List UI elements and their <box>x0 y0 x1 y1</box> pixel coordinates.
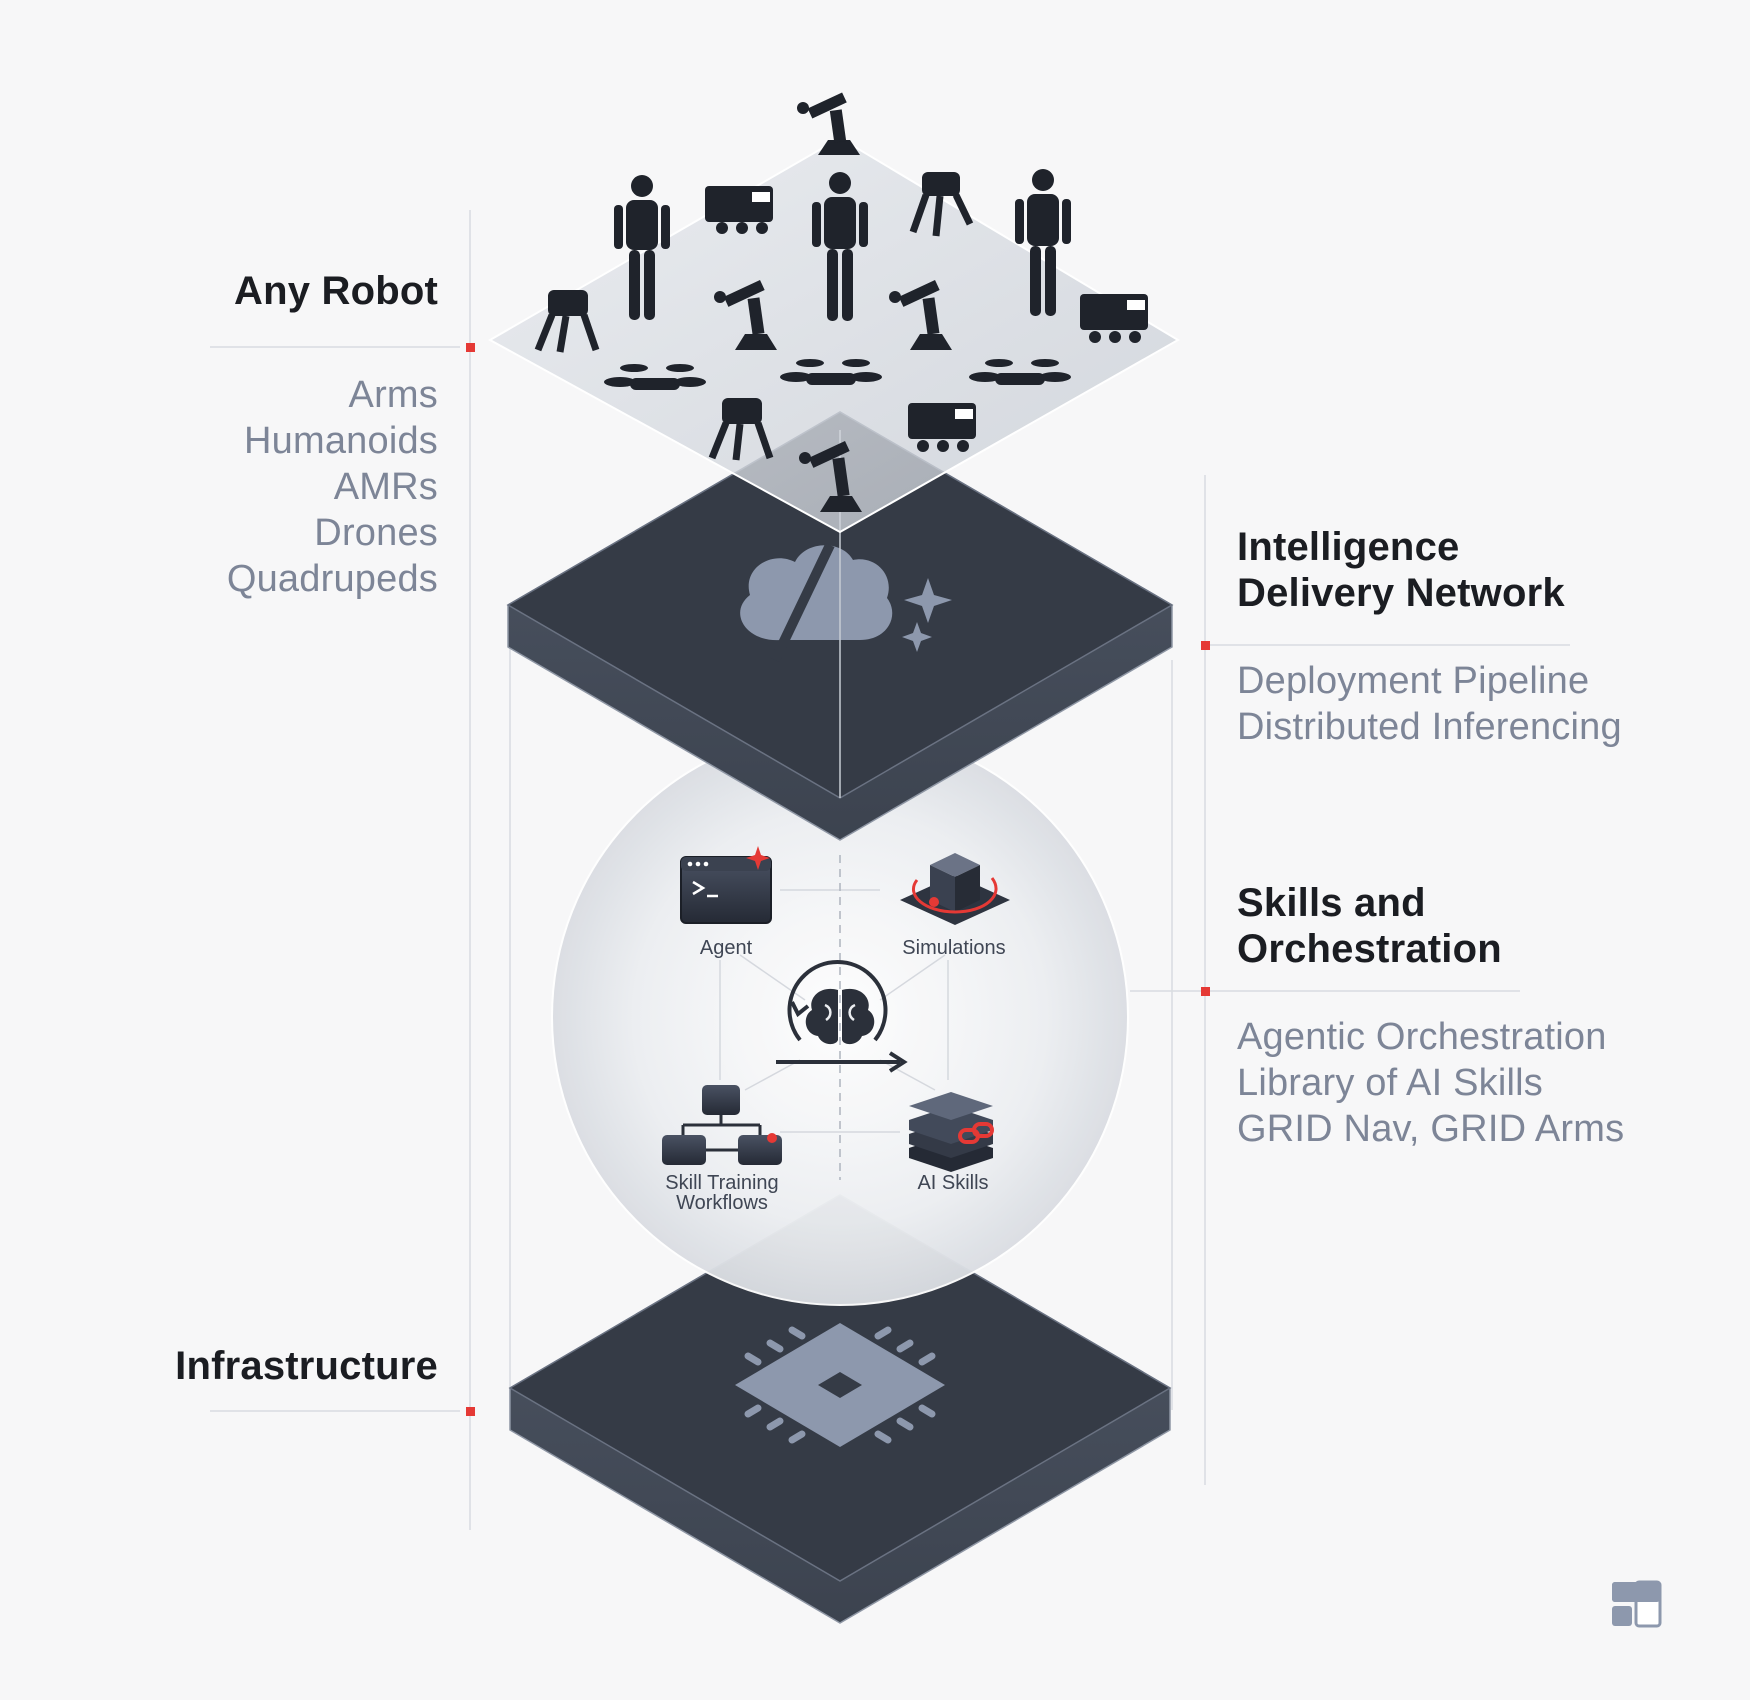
robot-item-humanoids: Humanoids <box>243 420 438 462</box>
drone-icon <box>604 364 706 390</box>
quadruped-icon <box>534 290 600 353</box>
skills-connector-dot <box>1201 987 1210 996</box>
simulations-label: Simulations <box>902 937 1005 959</box>
brand-logo-icon <box>1612 1580 1662 1628</box>
infrastructure-section: Infrastructure <box>120 1343 438 1389</box>
idn-title-line1: Intelligence <box>1237 525 1460 569</box>
idn-item-inferencing: Distributed Inferencing <box>1237 706 1622 748</box>
robot-plane <box>487 92 1180 534</box>
skill-training-label-line1: Skill Training <box>665 1172 778 1194</box>
humanoid-icon <box>614 175 670 320</box>
skills-section: Skills and Orchestration Agentic Orchest… <box>1237 880 1697 1152</box>
robot-item-drones: Drones <box>314 512 438 554</box>
drone-icon <box>969 359 1071 385</box>
robot-item-quadrupeds: Quadrupeds <box>226 558 438 600</box>
robot-item-amrs: AMRs <box>333 466 438 508</box>
infrastructure-slab <box>508 1194 1172 1624</box>
idn-item-pipeline: Deployment Pipeline <box>1237 660 1590 702</box>
robot-arm-icon <box>797 92 860 155</box>
quadruped-icon <box>909 172 974 237</box>
skills-title-line1: Skills and <box>1237 881 1426 925</box>
robot-item-arms: Arms <box>348 374 438 416</box>
simulations-node[interactable]: Simulations <box>900 853 1010 959</box>
connector-dots <box>466 343 1210 1416</box>
stack-link-icon <box>909 1092 994 1172</box>
ai-skills-node[interactable]: AI Skills <box>909 1092 994 1194</box>
skill-training-workflows-node[interactable]: Skill Training Workflows <box>662 1085 782 1214</box>
humanoid-icon <box>1015 169 1071 316</box>
robot-title: Any Robot <box>234 269 438 313</box>
robot-connector-dot <box>466 343 475 352</box>
drone-icon <box>780 359 882 385</box>
skills-item-library: Library of AI Skills <box>1237 1062 1543 1104</box>
hierarchy-icon <box>662 1085 782 1165</box>
robot-arm-icon <box>799 441 862 512</box>
infrastructure-title: Infrastructure <box>175 1344 438 1388</box>
cloud-sparkle-icon <box>740 542 952 663</box>
cube-orbit-icon <box>900 853 1010 925</box>
quadruped-icon <box>708 398 774 461</box>
robot-arm-icon <box>889 280 952 350</box>
robot-fleet <box>534 92 1148 512</box>
amr-icon <box>705 186 773 234</box>
idn-title-line2: Delivery Network <box>1237 571 1565 615</box>
humanoid-icon <box>812 172 868 321</box>
skills-sphere: Agent Simulations <box>551 728 1129 1306</box>
agent-node[interactable]: Agent <box>680 846 772 959</box>
infra-connector-dot <box>466 1407 475 1416</box>
agent-label: Agent <box>700 937 753 959</box>
terminal-icon <box>680 846 772 924</box>
chip-icon <box>735 1323 945 1447</box>
skills-item-grid: GRID Nav, GRID Arms <box>1237 1108 1625 1150</box>
amr-icon <box>908 403 976 452</box>
brain-loop-icon <box>776 960 908 1073</box>
robot-arm-icon <box>714 280 777 350</box>
skills-item-agentic: Agentic Orchestration <box>1237 1016 1607 1058</box>
skill-training-label-line2: Workflows <box>676 1192 768 1214</box>
idn-connector-dot <box>1201 641 1210 650</box>
amr-icon <box>1080 294 1148 343</box>
idn-section: Intelligence Delivery Network Deployment… <box>1237 524 1697 750</box>
ai-skills-label: AI Skills <box>917 1172 988 1194</box>
robot-section: Any Robot Arms Humanoids AMRs Drones Qua… <box>150 268 438 602</box>
skills-title-line2: Orchestration <box>1237 927 1502 971</box>
